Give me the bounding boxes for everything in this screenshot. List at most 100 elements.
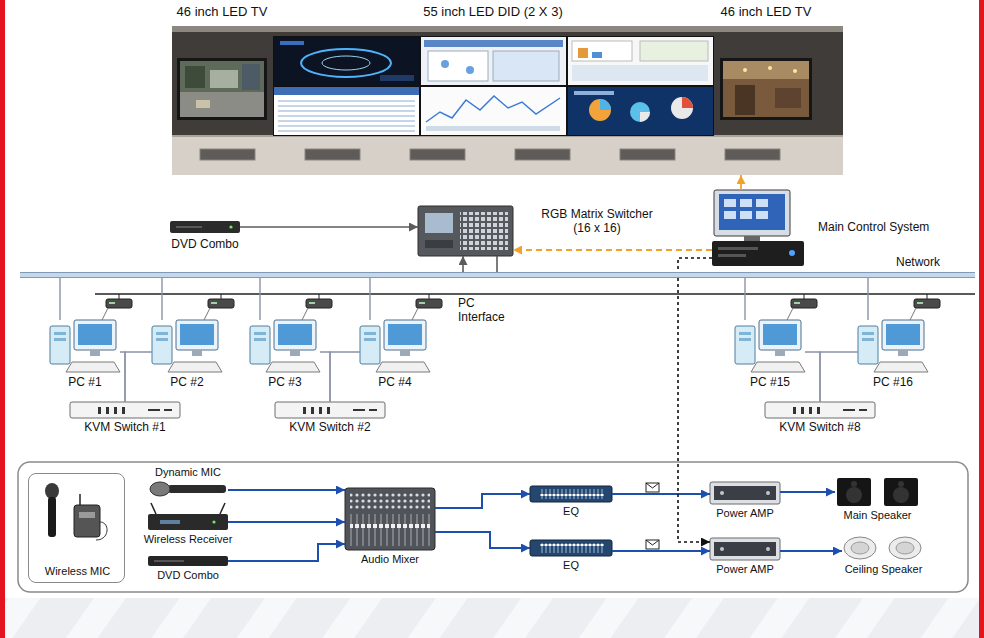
connector (228, 521, 345, 523)
pc-group (787, 294, 817, 320)
control-computer-unit (724, 199, 736, 207)
pc-group (152, 320, 222, 372)
device-label: DVD Combo (157, 569, 219, 582)
control-computer-unit (756, 199, 768, 207)
mixer-unit (345, 488, 435, 550)
equalizer: EQ (530, 486, 612, 502)
wireless-mic-set (74, 505, 100, 537)
control-computer-unit (789, 250, 795, 256)
wireless-receiver-unit (160, 520, 180, 524)
video-wall (592, 52, 602, 58)
video-wall (589, 99, 611, 121)
dvd-player (170, 221, 240, 233)
equalizer-units (530, 486, 612, 502)
video-wall (682, 97, 693, 108)
device-label: PC #15 (750, 376, 790, 390)
video-wall (725, 149, 780, 160)
envelope-symbol (646, 540, 659, 545)
pc-group (735, 320, 805, 372)
control-computer: Main Control System (712, 190, 804, 266)
video-wall (515, 149, 570, 160)
video-wall (723, 61, 809, 117)
wireless-mic: Wireless MIC (28, 473, 125, 583)
pc-group (765, 402, 875, 418)
equalizer: EQ (530, 540, 612, 556)
video-wall (210, 70, 238, 88)
power-amp-units (710, 482, 780, 560)
equalizer-units (540, 489, 604, 499)
pc: PC #4 (360, 320, 430, 372)
pc: PC #1 (50, 320, 120, 372)
wireless-receiver-unit (148, 503, 228, 530)
device-label: EQ (563, 505, 579, 518)
connector (496, 256, 498, 272)
device-label: Main Speaker (844, 509, 912, 522)
led-did-wall: 55 inch LED DID (2 X 3) (273, 26, 713, 175)
ceiling-speaker-icons (851, 542, 869, 554)
device-label: KVM Switch #2 (289, 421, 370, 435)
control-computer-unit (724, 211, 736, 219)
audio-system-frame (18, 462, 968, 592)
power-amp-units (766, 491, 770, 495)
matrix-switcher-unit (425, 213, 453, 233)
power-amp-units (710, 482, 780, 504)
video-wall (426, 96, 560, 122)
pc: PC #16 (858, 320, 928, 372)
connector (125, 352, 152, 402)
video-wall (177, 58, 267, 120)
video-wall (242, 64, 260, 90)
device-label: EQ (563, 559, 579, 572)
mixer-unit (350, 492, 430, 510)
pc-group (50, 320, 120, 372)
device-label: 55 inch LED DID (2 X 3) (423, 5, 562, 20)
control-computer-unit (756, 211, 768, 219)
pc-interface-bus (95, 293, 975, 294)
connector (612, 550, 710, 552)
video-wall (172, 26, 843, 175)
pc-group (858, 320, 928, 372)
control-computer-unit (744, 236, 760, 241)
video-wall (775, 88, 801, 108)
device-label: Network (896, 256, 940, 270)
audio-dvd-unit (148, 556, 228, 566)
power-amp-units (720, 491, 724, 495)
video-wall (574, 91, 614, 95)
main-speaker: Main Speaker (835, 478, 920, 506)
video-wall (768, 66, 772, 70)
page-ground (979, 0, 984, 638)
connector (678, 258, 712, 542)
pc-group (412, 294, 442, 320)
connector (805, 352, 820, 402)
kvm-switch: KVM Switch #1 (70, 402, 180, 418)
connector (330, 352, 360, 402)
dvd-player (170, 221, 240, 233)
video-wall (723, 61, 809, 79)
ceiling-speaker-icons (844, 537, 876, 559)
led-tv: 46 inch LED TV (720, 26, 812, 175)
control-computer-unit (712, 190, 804, 266)
dvd-combo: DVD Combo (148, 556, 228, 566)
control-computer-unit (719, 194, 785, 230)
connector (369, 278, 370, 320)
wireless-receiver-unit (220, 503, 225, 514)
pc-group (102, 294, 132, 320)
device-label: DVD Combo (171, 238, 238, 252)
video-wall (196, 100, 210, 108)
wireless-receiver-unit (151, 503, 156, 514)
video-wall (600, 99, 611, 110)
main-speaker-icons (846, 487, 862, 503)
device-label: 46 inch LED TV (177, 5, 268, 20)
mixer-unit (350, 514, 430, 546)
main-speaker-icons (837, 478, 918, 506)
video-wall (273, 36, 714, 136)
video-wall (421, 87, 566, 135)
power-amp: Power AMP (710, 482, 780, 504)
power-amp: Power AMP (710, 538, 780, 560)
video-wall (278, 99, 415, 132)
wireless-receiver-unit (212, 520, 215, 523)
main-speaker-icons (837, 478, 871, 506)
wireless-mic-set (79, 512, 95, 518)
video-wall (200, 149, 255, 160)
